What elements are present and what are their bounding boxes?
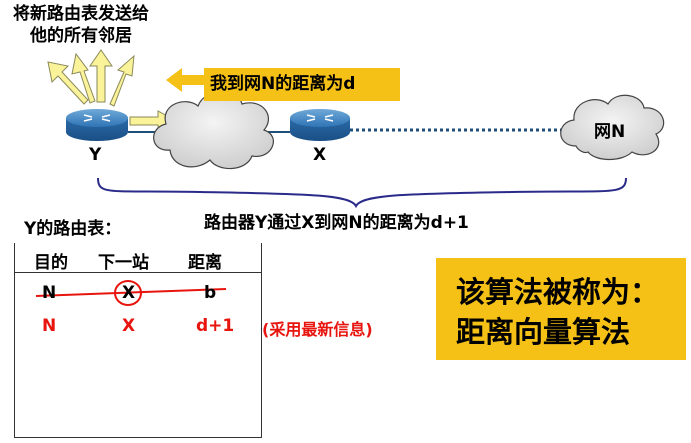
broadcast-arrows [47, 49, 178, 132]
arrow-up-left-icon [47, 61, 89, 105]
router-y-label: Y [89, 145, 102, 165]
arrow-up-left-icon [71, 52, 96, 104]
header-next-hop: 下一站 [98, 253, 149, 273]
caption-line-2: 他的所有邻居 [30, 26, 132, 46]
broadcast-caption: 将新路由表发送给 他的所有邻居 [6, 3, 156, 47]
old-row-next-hop: X [122, 283, 136, 303]
arrow-up-right-icon [109, 54, 135, 107]
next-hop-circle [114, 280, 142, 306]
old-row-strikethrough [35, 288, 227, 297]
cloud-network-n [560, 94, 665, 161]
arrow-up-icon [89, 49, 113, 103]
caption-line-1: 将新路由表发送给 [13, 4, 149, 24]
path-distance-label: 路由器Y通过X到网N的距离为d+1 [204, 213, 469, 233]
router-x-icon [290, 109, 350, 141]
old-row-destination: N [42, 283, 57, 303]
new-row-distance: d+1 [196, 316, 235, 336]
new-row-next-hop: X [122, 316, 136, 336]
header-destination: 目的 [34, 253, 68, 273]
distance-banner: 我到网N的距离为d [204, 68, 400, 101]
router-y-icon [66, 109, 128, 141]
conclusion-line-2: 距离向量算法 [456, 315, 631, 349]
latest-info-note: (采用最新信息) [262, 320, 373, 339]
old-row-distance: b [204, 283, 217, 303]
path-brace [97, 177, 627, 209]
network-n-label: 网N [594, 122, 626, 142]
header-distance: 距离 [188, 253, 222, 273]
table-header-divider [14, 272, 262, 273]
routing-table-title: Y的路由表： [24, 219, 122, 239]
conclusion-line-1: 该算法被称为： [456, 275, 660, 309]
router-x-label: X [313, 145, 327, 165]
routing-table [14, 243, 262, 438]
new-row-destination: N [42, 316, 57, 336]
cloud-middle [153, 91, 274, 170]
algorithm-conclusion: 该算法被称为： 距离向量算法 [436, 258, 686, 360]
banner-arrow-left-icon [166, 68, 204, 92]
